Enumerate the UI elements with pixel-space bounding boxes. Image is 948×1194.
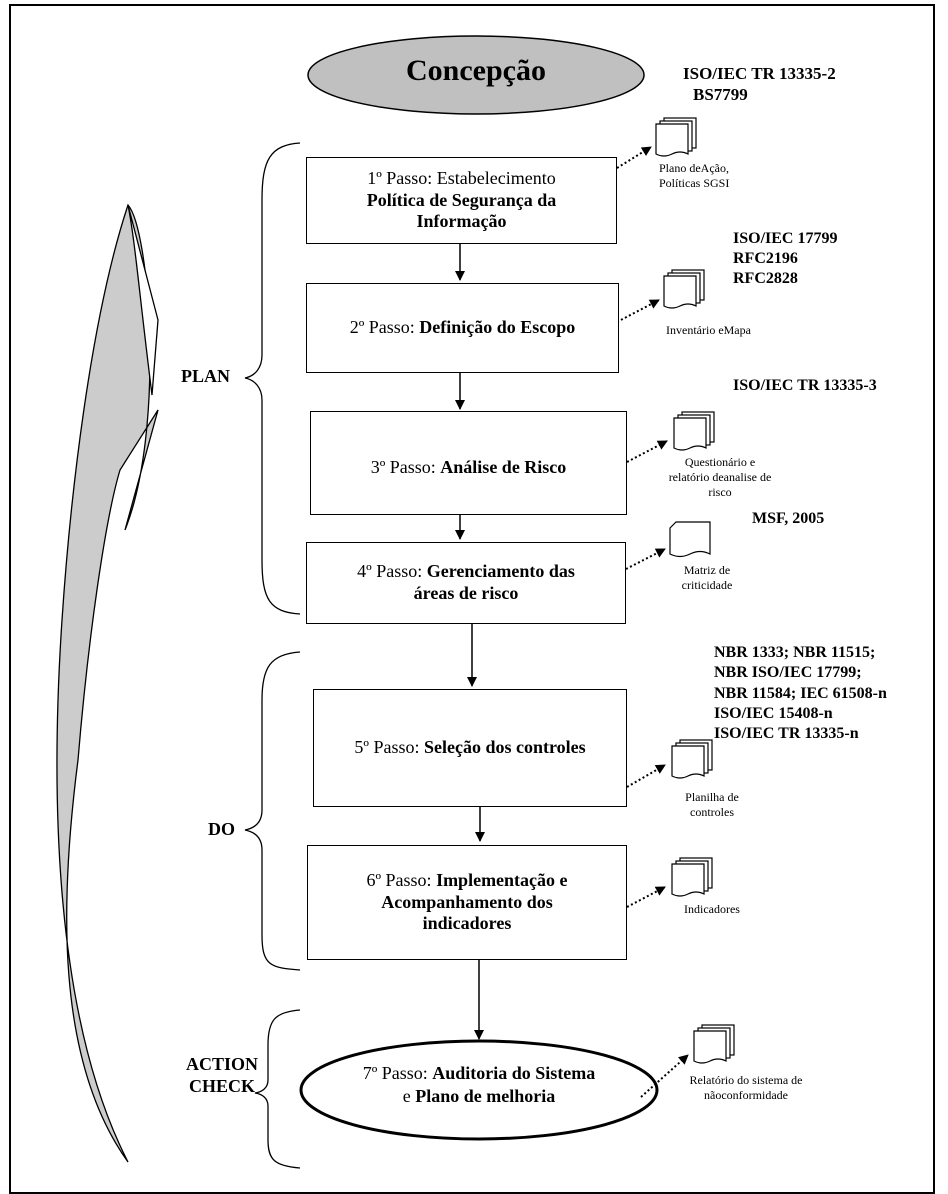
step7-prefix: 7º Passo:: [362, 1063, 428, 1083]
step7-title-line1: Auditoria do Sistema: [432, 1063, 596, 1083]
references-step5: NBR 1333; NBR 11515; NBR ISO/IEC 17799; …: [714, 643, 887, 745]
document-stack-icon: [673, 411, 715, 451]
output-arrow: [625, 548, 666, 570]
output-line: Planilha de: [685, 790, 739, 804]
output-line: Indicadores: [684, 902, 740, 916]
references-step3: ISO/IEC TR 13335-3: [733, 376, 877, 396]
start-label: Concepção: [406, 54, 546, 87]
reference-line: NBR 11584; IEC 61508-n: [714, 684, 887, 702]
output-step2: Inventário eMapa: [666, 323, 751, 338]
step3-title: Análise de Risco: [440, 457, 567, 478]
output-arrow: [626, 440, 668, 463]
phase-check: CHECK: [189, 1075, 256, 1096]
step7-ellipse: [299, 1039, 659, 1141]
plan-brace: [244, 142, 301, 615]
step7-label: 7º Passo: Auditoria do Sistema e Plano d…: [316, 1062, 642, 1109]
reference-line: ISO/IEC TR 13335-3: [733, 377, 877, 394]
step2-box: 2º Passo: Definição do Escopo: [306, 283, 619, 373]
phase-action: ACTION: [186, 1054, 259, 1074]
output-line: nãoconformidade: [704, 1088, 788, 1102]
reference-line: ISO/IEC TR 13335-2: [683, 64, 836, 83]
step2-prefix: 2º Passo:: [349, 317, 415, 338]
document-icon: [669, 521, 711, 558]
start-ellipse: [307, 35, 645, 115]
step4-title-line2: áreas de risco: [413, 583, 519, 603]
step4-prefix: 4º Passo:: [357, 561, 423, 582]
step7-title-line2: Plano de melhoria: [415, 1086, 556, 1107]
output-line: relatório deanalise de: [668, 470, 772, 484]
output-step5: Planilha de controles: [672, 790, 752, 820]
step5-box: 5º Passo: Seleção dos controles: [313, 689, 627, 807]
output-line: Questionário e: [684, 455, 756, 469]
reference-line: NBR ISO/IEC 17799;: [714, 664, 862, 682]
step2-title: Definição do Escopo: [419, 317, 576, 338]
phase-do: DO: [208, 819, 235, 839]
output-line: criticidade: [681, 578, 733, 592]
document-stack-icon: [655, 117, 697, 157]
document-stack-icon: [663, 269, 705, 309]
step1-prefix: 1º Passo: Estabelecimento: [367, 168, 556, 189]
step6-title-line3: indicadores: [422, 913, 512, 934]
reference-line: BS7799: [693, 85, 748, 105]
reference-line: ISO/IEC TR 13335-n: [714, 725, 859, 743]
output-arrow: [616, 146, 652, 169]
document-stack-icon: [671, 857, 713, 897]
references-step4: MSF, 2005: [752, 509, 824, 529]
step1-box: 1º Passo: Estabelecimento Política de Se…: [306, 157, 617, 244]
step1-title-line2: Informação: [416, 211, 507, 232]
step4-title-line1: Gerenciamento das: [426, 561, 575, 582]
output-arrow: [626, 764, 666, 788]
action-check-brace: [254, 1009, 301, 1169]
output-arrow: [626, 886, 666, 908]
step3-prefix: 3º Passo:: [370, 457, 436, 478]
output-step1: Plano deAção, Políticas SGSI: [659, 161, 729, 191]
reference-line: ISO/IEC 17799: [733, 230, 838, 247]
step5-prefix: 5º Passo:: [354, 737, 420, 758]
output-line: Relatório do sistema de: [689, 1073, 803, 1087]
output-line: Matriz de: [683, 563, 731, 577]
output-step3: Questionário e relatório deanalise de ri…: [660, 455, 780, 500]
output-step4: Matriz de criticidade: [662, 563, 752, 593]
document-stack-icon: [671, 739, 713, 779]
cycle-arrow-shape: [56, 203, 159, 1163]
reference-line: RFC2828: [733, 270, 798, 287]
do-brace: [244, 651, 301, 971]
step6-box: 6º Passo: Implementação e Acompanhamento…: [307, 845, 627, 960]
step4-box: 4º Passo: Gerenciamento das áreas de ris…: [306, 542, 626, 624]
output-arrow: [616, 299, 660, 323]
output-line: controles: [690, 805, 734, 819]
cycle-arrow-upper: [127, 204, 159, 396]
reference-line: MSF, 2005: [752, 510, 825, 527]
step7-conj: e: [402, 1086, 411, 1107]
reference-line: ISO/IEC 15408-n: [714, 704, 833, 722]
phase-action-check: ACTION CHECK: [186, 1054, 258, 1097]
reference-line: RFC2196: [733, 250, 798, 267]
reference-line: NBR 1333; NBR 11515;: [714, 644, 876, 661]
output-line: risco: [708, 485, 732, 499]
output-arrow: [640, 1054, 689, 1098]
step5-title: Seleção dos controles: [423, 737, 586, 758]
output-line: Plano deAção,: [659, 161, 729, 175]
step6-title-line2: Acompanhamento dos: [381, 891, 553, 912]
phase-plan: PLAN: [181, 366, 230, 386]
step3-box: 3º Passo: Análise de Risco: [310, 411, 627, 515]
output-step7: Relatório do sistema de nãoconformidade: [661, 1073, 831, 1103]
step6-title-line1: Implementação e: [436, 870, 568, 891]
output-line: Inventário eMapa: [666, 323, 751, 337]
output-line: Políticas SGSI: [659, 176, 730, 190]
step1-title-line1: Política de Segurança da: [366, 189, 557, 210]
output-step6: Indicadores: [684, 902, 740, 917]
document-stack-icon: [693, 1024, 735, 1064]
references-start: ISO/IEC TR 13335-2 BS7799: [683, 63, 836, 106]
step6-prefix: 6º Passo:: [366, 870, 432, 891]
references-step2: ISO/IEC 17799 RFC2196 RFC2828: [733, 229, 837, 289]
